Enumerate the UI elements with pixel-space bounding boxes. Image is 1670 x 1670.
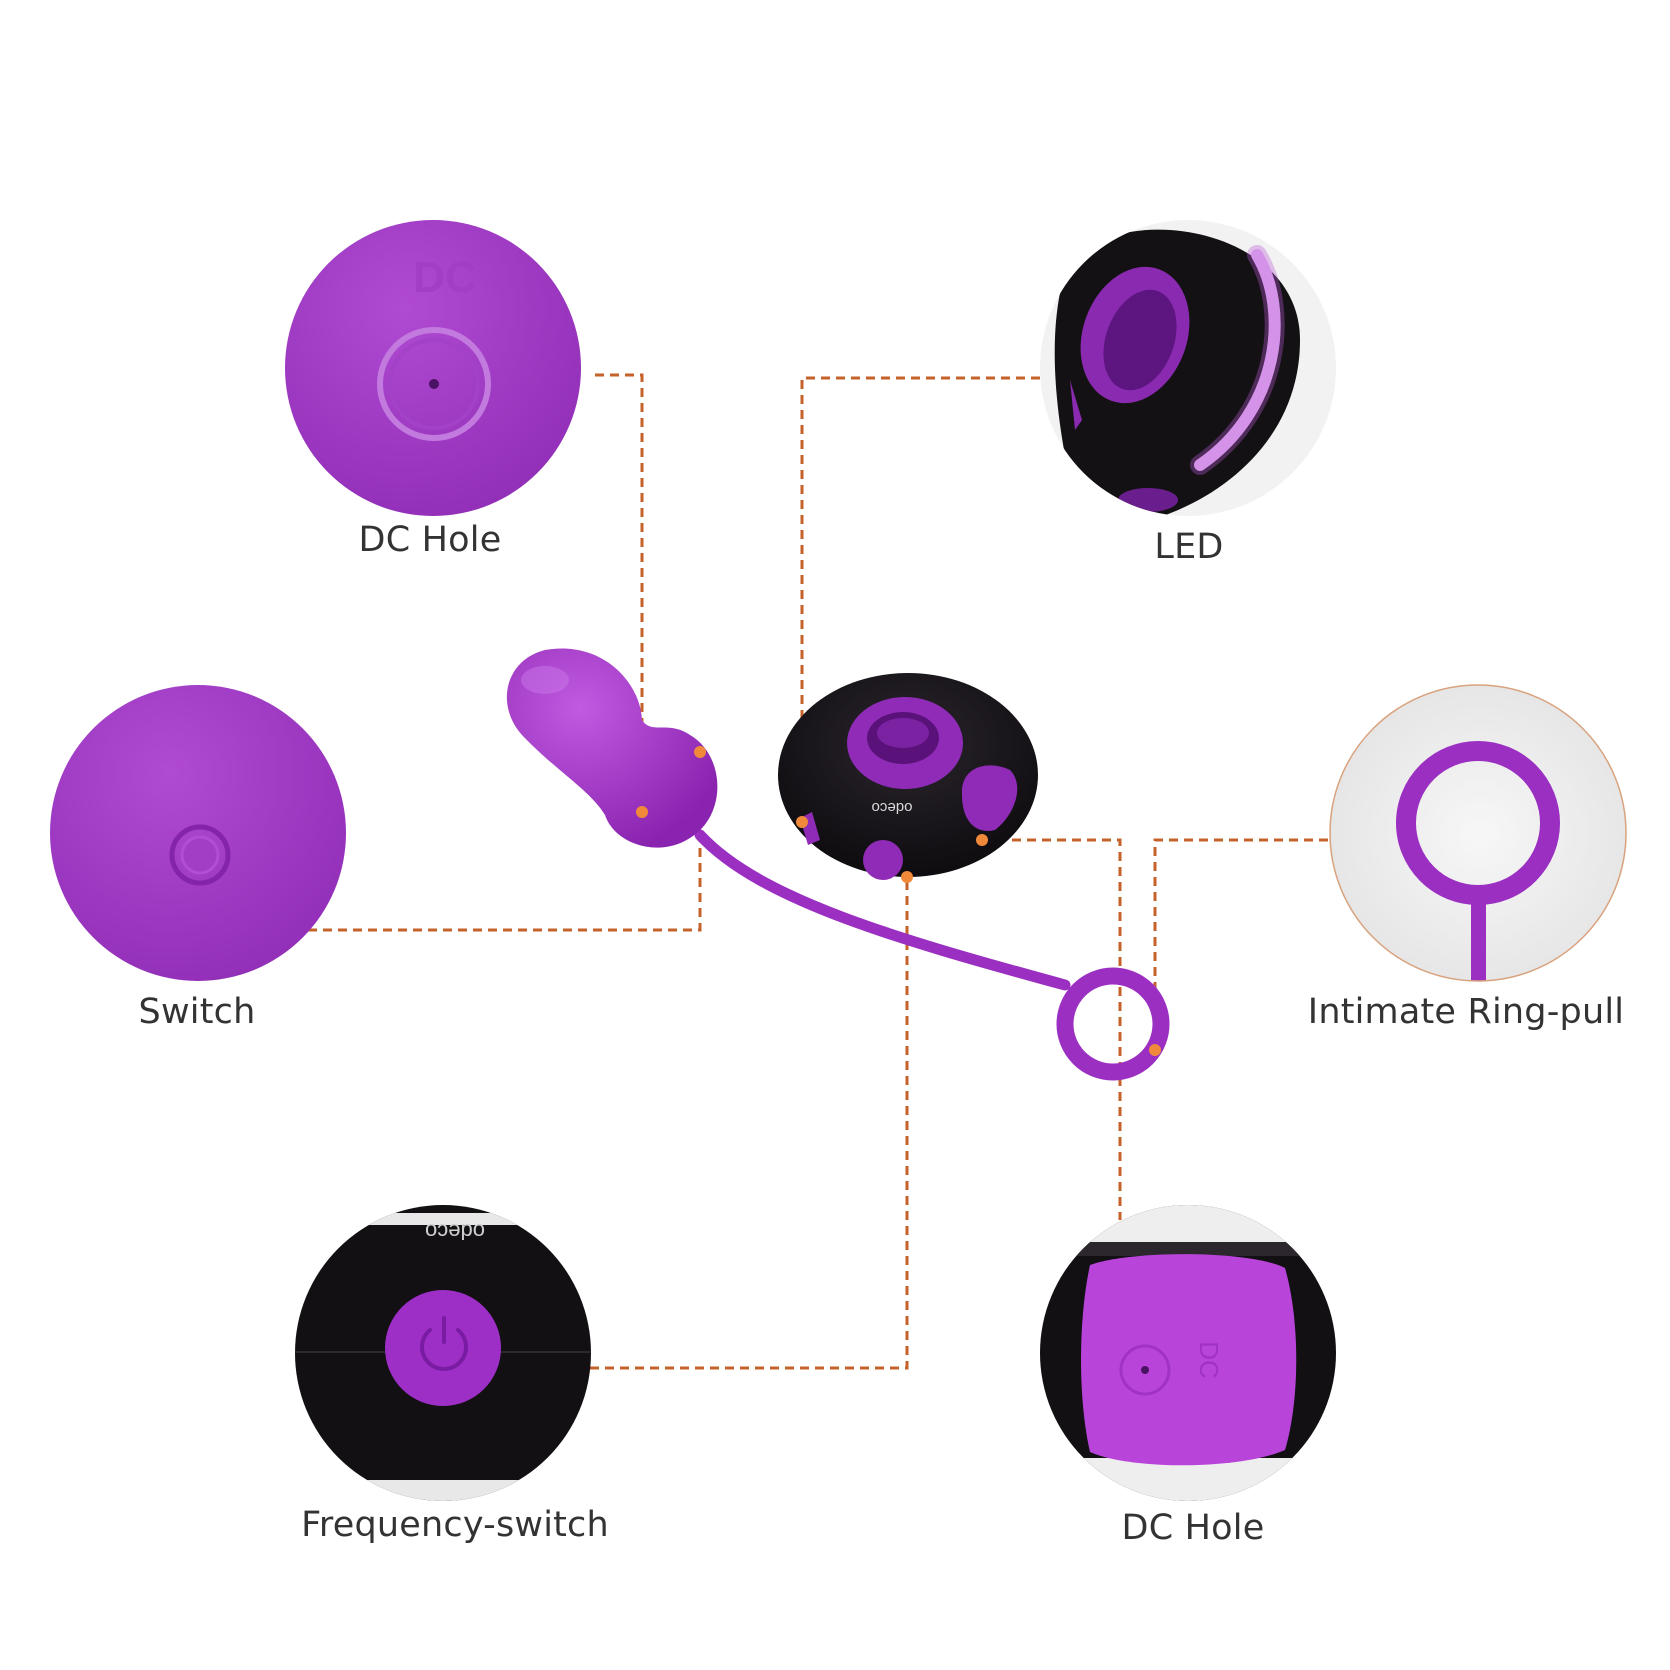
leader-dc-hole-bottom — [982, 838, 1122, 1220]
dot-switch — [694, 746, 706, 758]
label-dc-hole-top: DC Hole — [358, 520, 502, 560]
dot-ring-pull — [1149, 1044, 1161, 1056]
remote-body: odeco — [778, 673, 1038, 880]
dc-embossed-text-bottom: DC — [1194, 1341, 1224, 1379]
detail-ring-pull — [1329, 684, 1627, 982]
label-intimate-ring-pull: Intimate Ring-pull — [1307, 992, 1625, 1032]
remote-brand: odeco — [872, 799, 913, 816]
egg-body — [506, 648, 718, 848]
freq-button — [385, 1290, 501, 1406]
label-switch: Switch — [138, 992, 256, 1032]
led-strip — [1194, 249, 1281, 471]
dot-frequency-switch — [901, 871, 913, 883]
callout-dots — [636, 746, 1161, 1056]
dc-pinhole-bottom — [1141, 1366, 1149, 1374]
dot-led — [796, 816, 808, 828]
freq-brand: odeco — [425, 1219, 485, 1244]
leader-led — [800, 376, 1040, 822]
dc-pinhole — [429, 379, 439, 389]
pull-ring — [1056, 967, 1170, 1081]
leader-ring-pull — [1153, 838, 1328, 1050]
dc-embossed-text: DC — [413, 253, 477, 302]
dc-ring-outer — [377, 327, 491, 441]
label-dc-hole-bottom: DC Hole — [1121, 1508, 1265, 1548]
label-frequency-switch: Frequency-switch — [301, 1505, 609, 1545]
detail-switch — [50, 685, 346, 981]
detail-frequency-switch: odeco — [295, 1205, 591, 1501]
dot-dc-hole-bottom — [976, 834, 988, 846]
detail-dc-hole-bottom: DC — [1040, 1205, 1336, 1501]
product-assembly: odeco — [506, 648, 1170, 1081]
detail-led — [1040, 220, 1336, 516]
leader-frequency-switch — [590, 877, 909, 1370]
power-icon — [420, 1316, 468, 1371]
pull-cord — [694, 829, 1071, 991]
dot-dc-hole-top — [636, 806, 648, 818]
label-led: LED — [1154, 527, 1224, 567]
detail-dc-hole-top: DC — [285, 220, 581, 516]
dc-cap — [1081, 1254, 1297, 1466]
leader-dc-hole-top — [595, 373, 644, 812]
switch-button-outer — [169, 824, 231, 886]
ring-pull-stem — [1471, 895, 1486, 981]
